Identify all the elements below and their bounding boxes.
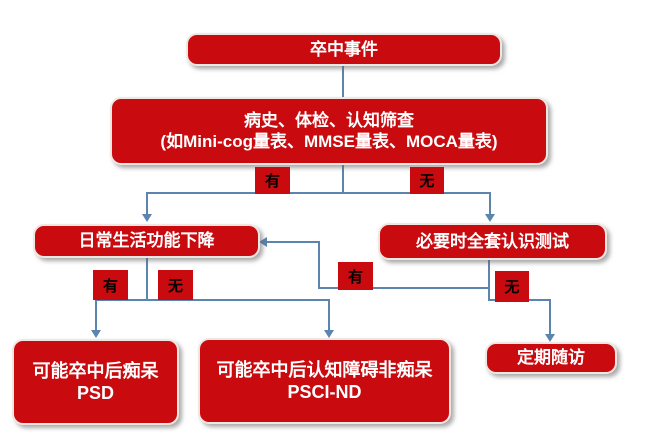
edge-label-screening-yes: 有 xyxy=(255,167,290,194)
node-full-test: 必要时全套认识测试 xyxy=(378,223,607,260)
node-psd-line2: PSD xyxy=(76,383,114,403)
edge-label-screening-no: 无 xyxy=(410,167,444,194)
connector-full-test-yes-return xyxy=(266,241,320,243)
node-stroke-event-label: 卒中事件 xyxy=(310,39,378,59)
connector-full-test-stem xyxy=(488,260,490,301)
connector-to-adl xyxy=(146,192,148,215)
node-follow-up-label: 定期随访 xyxy=(517,348,585,368)
node-psci-nd-line2: PSCI-ND xyxy=(287,382,362,402)
connector-stroke-to-screening xyxy=(342,66,344,97)
node-screening-line1: 病史、体检、认知筛查 xyxy=(244,110,414,130)
connector-full-test-yes-vertical xyxy=(318,242,320,289)
connector-adl-stem xyxy=(146,258,148,301)
connector-to-psci-nd xyxy=(328,299,330,331)
arrow-down-to-psd-icon xyxy=(91,330,101,338)
connector-screening-split xyxy=(146,192,491,194)
connector-to-follow-up xyxy=(549,299,551,335)
arrow-left-to-adl-icon xyxy=(259,237,267,247)
edge-label-full-test-yes: 有 xyxy=(338,262,373,290)
node-full-test-label: 必要时全套认识测试 xyxy=(416,231,569,251)
edge-label-full-test-no: 无 xyxy=(495,271,529,302)
arrow-down-to-adl-icon xyxy=(142,214,152,222)
node-stroke-event: 卒中事件 xyxy=(186,33,502,66)
node-screening-line2: (如Mini-cog量表、MMSE量表、MOCA量表) xyxy=(160,132,498,151)
node-adl-decline: 日常生活功能下降 xyxy=(33,224,260,258)
node-psci-nd: 可能卒中后认知障碍非痴呆 PSCI-ND xyxy=(198,338,451,424)
node-follow-up: 定期随访 xyxy=(485,342,617,374)
arrow-down-to-full-test-icon xyxy=(485,214,495,222)
connector-screening-stem xyxy=(342,165,344,193)
node-psci-nd-line1: 可能卒中后认知障碍非痴呆 xyxy=(216,359,433,380)
arrow-down-to-psci-nd-icon xyxy=(324,330,334,338)
arrow-down-to-follow-up-icon xyxy=(545,334,555,342)
connector-full-test-yes-horizontal xyxy=(318,287,490,289)
edge-label-adl-no: 无 xyxy=(158,270,193,300)
node-adl-decline-label: 日常生活功能下降 xyxy=(78,231,215,251)
edge-label-adl-yes: 有 xyxy=(93,270,128,300)
node-psd: 可能卒中后痴呆 PSD xyxy=(12,339,179,425)
connector-adl-split xyxy=(95,299,330,301)
node-screening: 病史、体检、认知筛查 (如Mini-cog量表、MMSE量表、MOCA量表) xyxy=(110,97,548,165)
connector-to-full-test xyxy=(489,192,491,215)
connector-to-psd xyxy=(95,299,97,331)
node-psd-line1: 可能卒中后痴呆 xyxy=(32,360,159,381)
